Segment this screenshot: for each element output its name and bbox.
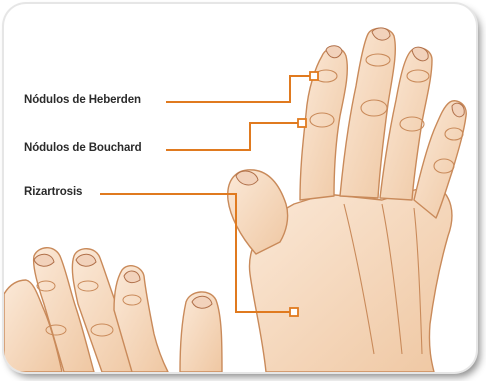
label-bouchard: Nódulos de Bouchard: [24, 142, 142, 154]
label-heberden: Nódulos de Heberden: [24, 94, 141, 106]
left-hand: [4, 248, 222, 372]
right-hand: [228, 28, 466, 372]
label-rizartrosis: Rizartrosis: [24, 186, 82, 198]
illustration-frame: Nódulos de Heberden Nódulos de Bouchard …: [4, 4, 476, 372]
